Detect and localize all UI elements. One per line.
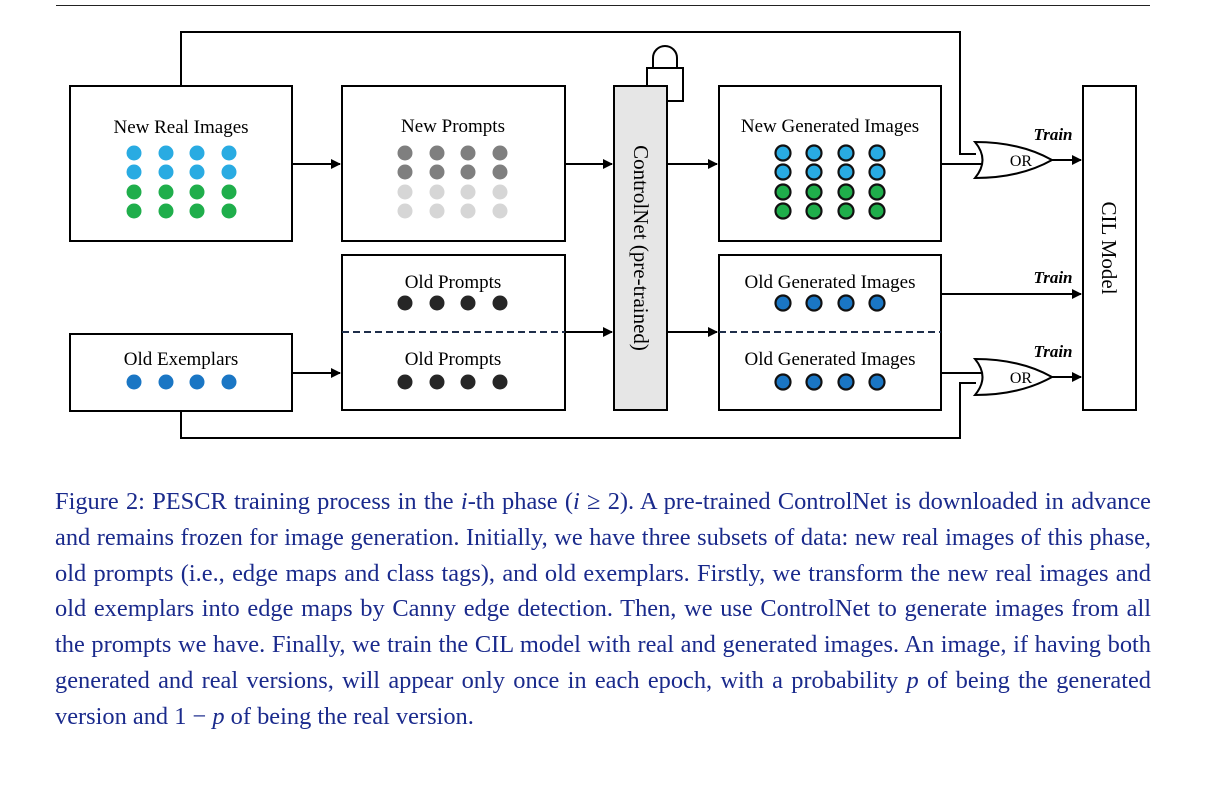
or-gate-bottom: OR — [972, 357, 1055, 397]
caption-italic-i-2: i — [572, 488, 580, 515]
pescr-diagram: New Real Images New Prompts Old Pro — [69, 31, 1137, 439]
top-rule — [56, 5, 1150, 6]
new-prompts-box: New Prompts — [341, 85, 566, 242]
new-generated-images-label: New Generated Images — [741, 116, 919, 137]
old-generated-images-bottom-dots — [774, 373, 886, 391]
old-prompts-top-label: Old Prompts — [405, 272, 502, 293]
train-label-2: Train — [1033, 268, 1072, 287]
figure-caption: Figure 2: PESCR training process in the … — [55, 484, 1151, 735]
old-prompts-top-dots — [397, 295, 508, 311]
top-bypass-line — [180, 31, 976, 155]
cil-model-box: CIL Model — [1082, 85, 1137, 411]
new-prompts-label: New Prompts — [401, 116, 505, 137]
bottom-bypass-line — [180, 382, 976, 439]
new-real-images-label: New Real Images — [113, 117, 248, 138]
caption-part-1: Figure 2: PESCR training process in the — [55, 488, 461, 515]
new-real-images-dots — [126, 145, 237, 219]
old-generated-images-bottom-label: Old Generated Images — [745, 349, 916, 370]
old-prompts-bottom-label: Old Prompts — [405, 349, 502, 370]
train-label-1: Train — [1033, 125, 1072, 144]
or-gate-bottom-label: OR — [1010, 370, 1033, 387]
old-generated-images-box: Old Generated Images Old Generated Image… — [718, 254, 942, 411]
old-exemplars-dots — [126, 374, 237, 390]
new-generated-images-dots — [774, 144, 886, 220]
new-prompts-dots — [397, 145, 508, 219]
connectors — [180, 31, 1082, 439]
controlnet-label: ControlNet (pre-trained) — [629, 145, 653, 351]
old-prompts-box: Old Prompts Old Prompts — [341, 254, 566, 411]
cil-model-label: CIL Model — [1097, 201, 1121, 294]
old-generated-images-top-label: Old Generated Images — [745, 272, 916, 293]
new-generated-images-box: New Generated Images — [718, 85, 942, 242]
old-prompts-bottom-dots — [397, 374, 508, 390]
new-real-images-box: New Real Images — [69, 85, 293, 242]
caption-part-3: ≥ 2). A pre-trained ControlNet is downlo… — [55, 488, 1151, 694]
caption-italic-p-1: p — [906, 666, 919, 694]
caption-part-4: of being the generated version and 1 − — [55, 666, 1151, 730]
old-generated-images-top-dots — [774, 294, 886, 312]
caption-part-5: of being the real version. — [224, 702, 474, 730]
caption-italic-i-1: i — [460, 488, 468, 515]
or-gate-top-label: OR — [1010, 153, 1033, 170]
old-exemplars-box: Old Exemplars — [69, 333, 293, 412]
or-gate-top: OR — [972, 140, 1055, 180]
train-label-3: Train — [1033, 342, 1072, 361]
controlnet-box: ControlNet (pre-trained) — [613, 45, 684, 411]
caption-part-2: -th phase ( — [467, 488, 573, 515]
caption-italic-p-2: p — [212, 702, 225, 730]
old-exemplars-label: Old Exemplars — [124, 349, 239, 370]
